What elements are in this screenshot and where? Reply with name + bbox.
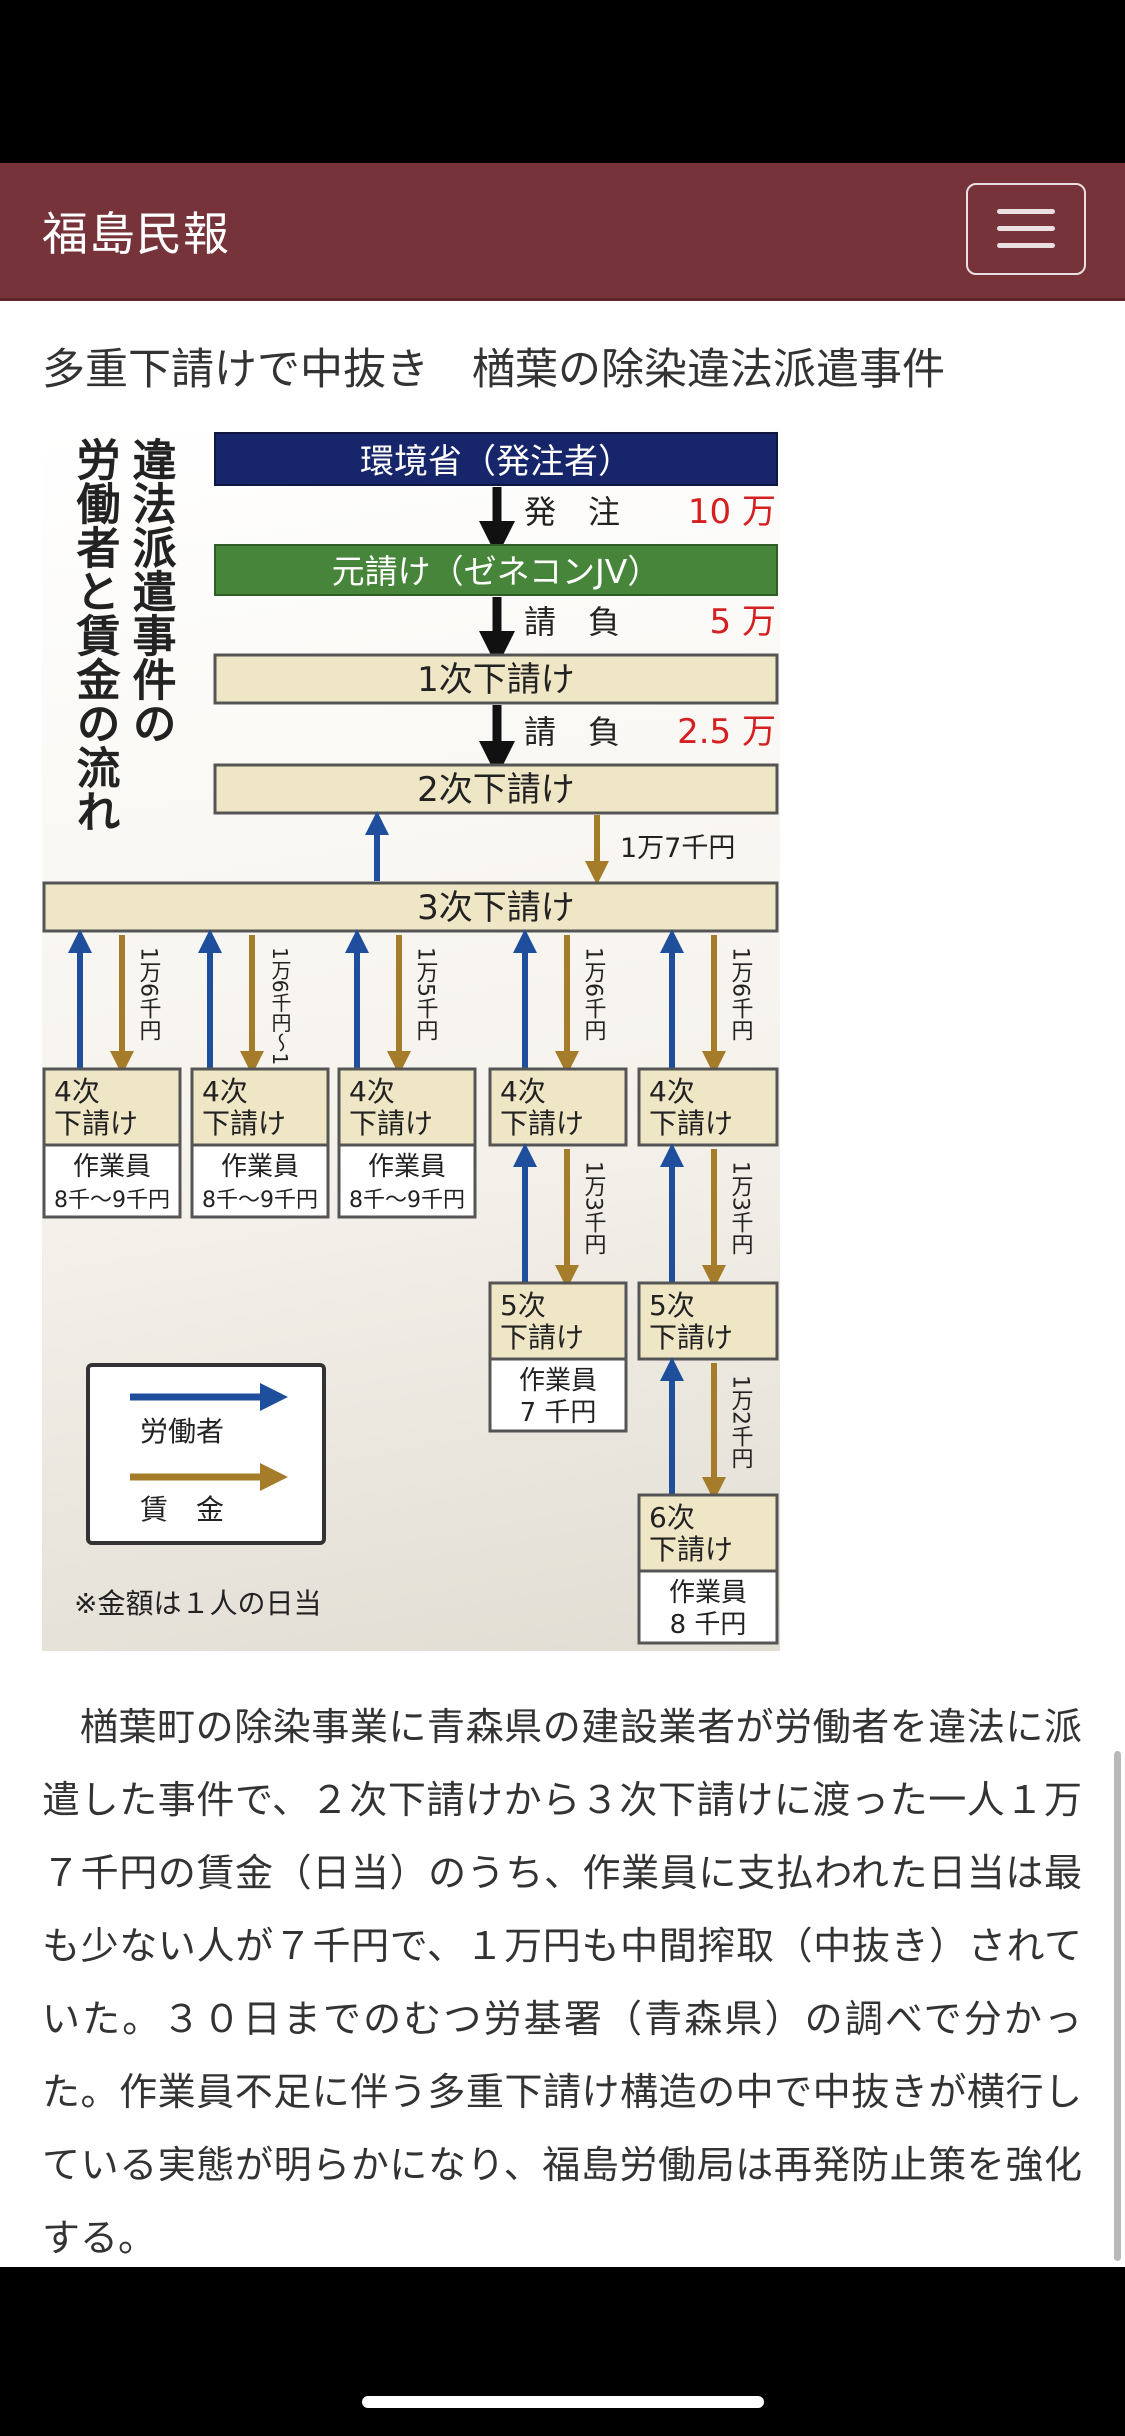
- wage-4to5-label-2: 1万3千円: [728, 1161, 754, 1255]
- sub3-label: 3次下請け: [417, 888, 575, 928]
- article-figure: 違法派遣事件の 労働者と賃金の流れ 環境省（発注者） 発 注 10 万 元請け（…: [42, 429, 780, 1651]
- worker-label-1: 作業員: [73, 1152, 151, 1182]
- wage-5to6-label: 1万2千円: [728, 1375, 754, 1469]
- sub3-to-sub4-flows: [68, 929, 726, 1075]
- sub5-to-sub6-flows: [660, 1357, 726, 1501]
- svg-text:4次下請け: 4次下請け: [202, 1075, 286, 1140]
- svg-text:4次下請け: 4次下請け: [649, 1075, 733, 1140]
- client-box: [214, 432, 778, 486]
- wage-3to4-label-3: 1万5千円: [413, 947, 439, 1041]
- wage-4to5-label-1: 1万3千円: [581, 1161, 607, 1255]
- svg-text:4次下請け: 4次下請け: [54, 1075, 138, 1140]
- sub4-worker-group-3: 4次下請け: [337, 1067, 477, 1219]
- sub4-to-sub5-flows: [513, 1143, 726, 1289]
- worker-wage-1: 8千～9千円: [54, 1188, 170, 1213]
- contract-amount-2: 2.5 万: [677, 712, 776, 752]
- client-label: 環境省（発注者）: [360, 442, 632, 482]
- legend-wage-label: 賃 金: [140, 1493, 224, 1526]
- menu-toggle-button[interactable]: [966, 183, 1086, 275]
- sub4-worker-group-1: 4次下請け: [42, 1067, 182, 1219]
- order-label: 発 注: [524, 493, 620, 531]
- sub5-box-2: 5次下請け: [637, 1281, 779, 1361]
- worker-label-5: 作業員: [519, 1366, 597, 1396]
- sub4-worker-group-2: 4次下請け: [190, 1067, 330, 1219]
- sub1-box: [213, 653, 779, 705]
- general-contractor-box: [214, 544, 778, 596]
- sub2-label: 2次下請け: [417, 770, 575, 810]
- worker-wage-3: 8千～9千円: [349, 1188, 465, 1213]
- general-contractor-label: 元請け（ゼネコンJV）: [332, 552, 661, 591]
- worker-wage-5: 7 千円: [520, 1398, 597, 1428]
- legend-box: [86, 1363, 326, 1545]
- wage-2to3-label: 1万7千円: [620, 833, 735, 864]
- figure-title-col1: 違法派遣事件の: [125, 437, 177, 745]
- wage-3to4-label-5: 1万6千円: [728, 947, 754, 1041]
- worker-label-6: 作業員: [669, 1578, 747, 1608]
- navbar: 福島民報: [0, 163, 1125, 301]
- site-brand[interactable]: 福島民報: [42, 207, 230, 261]
- sub5-worker-group: 5次下請け: [488, 1281, 628, 1433]
- article-content: 多重下請けで中抜き 楢葉の除染違法派遣事件 違法派遣事件の 労働者と賃金の流れ …: [0, 301, 1125, 2267]
- sub3-box: [42, 881, 779, 933]
- sub1-label: 1次下請け: [417, 660, 575, 700]
- figure-note: ※金額は１人の日当: [74, 1587, 321, 1620]
- svg-text:4次下請け: 4次下請け: [500, 1075, 584, 1140]
- article-body: 楢葉町の除染事業に青森県の建設業者が労働者を違法に派遣した事件で、２次下請けから…: [42, 1705, 1082, 2260]
- sub4-box-4: 4次下請け: [488, 1067, 628, 1147]
- hamburger-icon-line: [997, 209, 1055, 214]
- figure-title-col2: 労働者と賃金の流れ: [69, 437, 122, 833]
- worker-wage-2: 8千～9千円: [202, 1188, 318, 1213]
- svg-text:4次下請け: 4次下請け: [349, 1075, 433, 1140]
- sub4-box-5: 4次下請け: [637, 1067, 779, 1147]
- svg-text:6次下請け: 6次下請け: [649, 1501, 733, 1566]
- scrollbar[interactable]: [1114, 1751, 1121, 2261]
- sub2-box: [213, 763, 779, 815]
- status-bar: [0, 0, 1125, 163]
- hamburger-icon-line: [997, 226, 1055, 231]
- contract-label-2: 請 負: [524, 713, 620, 751]
- worker-wage-6: 8 千円: [670, 1610, 747, 1640]
- hamburger-icon-line: [997, 243, 1055, 248]
- worker-label-2: 作業員: [221, 1152, 299, 1182]
- svg-text:5次下請け: 5次下請け: [649, 1289, 733, 1354]
- sub6-worker-group: 6次下請け: [637, 1493, 779, 1645]
- contract-amount-1: 5 万: [710, 602, 776, 642]
- legend-worker-label: 労働者: [140, 1415, 224, 1448]
- wage-3to4-label-4: 1万6千円: [581, 947, 607, 1041]
- order-amount: 10 万: [688, 492, 776, 532]
- home-indicator[interactable]: [362, 2396, 764, 2408]
- article-headline: 多重下請けで中抜き 楢葉の除染違法派遣事件: [42, 345, 945, 395]
- wage-3to4-label-1: 1万6千円: [136, 947, 162, 1041]
- svg-text:5次下請け: 5次下請け: [500, 1289, 584, 1354]
- wage-flow-diagram: 違法派遣事件の 労働者と賃金の流れ 環境省（発注者） 発 注 10 万 元請け（…: [42, 432, 779, 1645]
- contract-label-1: 請 負: [524, 603, 620, 641]
- worker-label-3: 作業員: [368, 1152, 446, 1182]
